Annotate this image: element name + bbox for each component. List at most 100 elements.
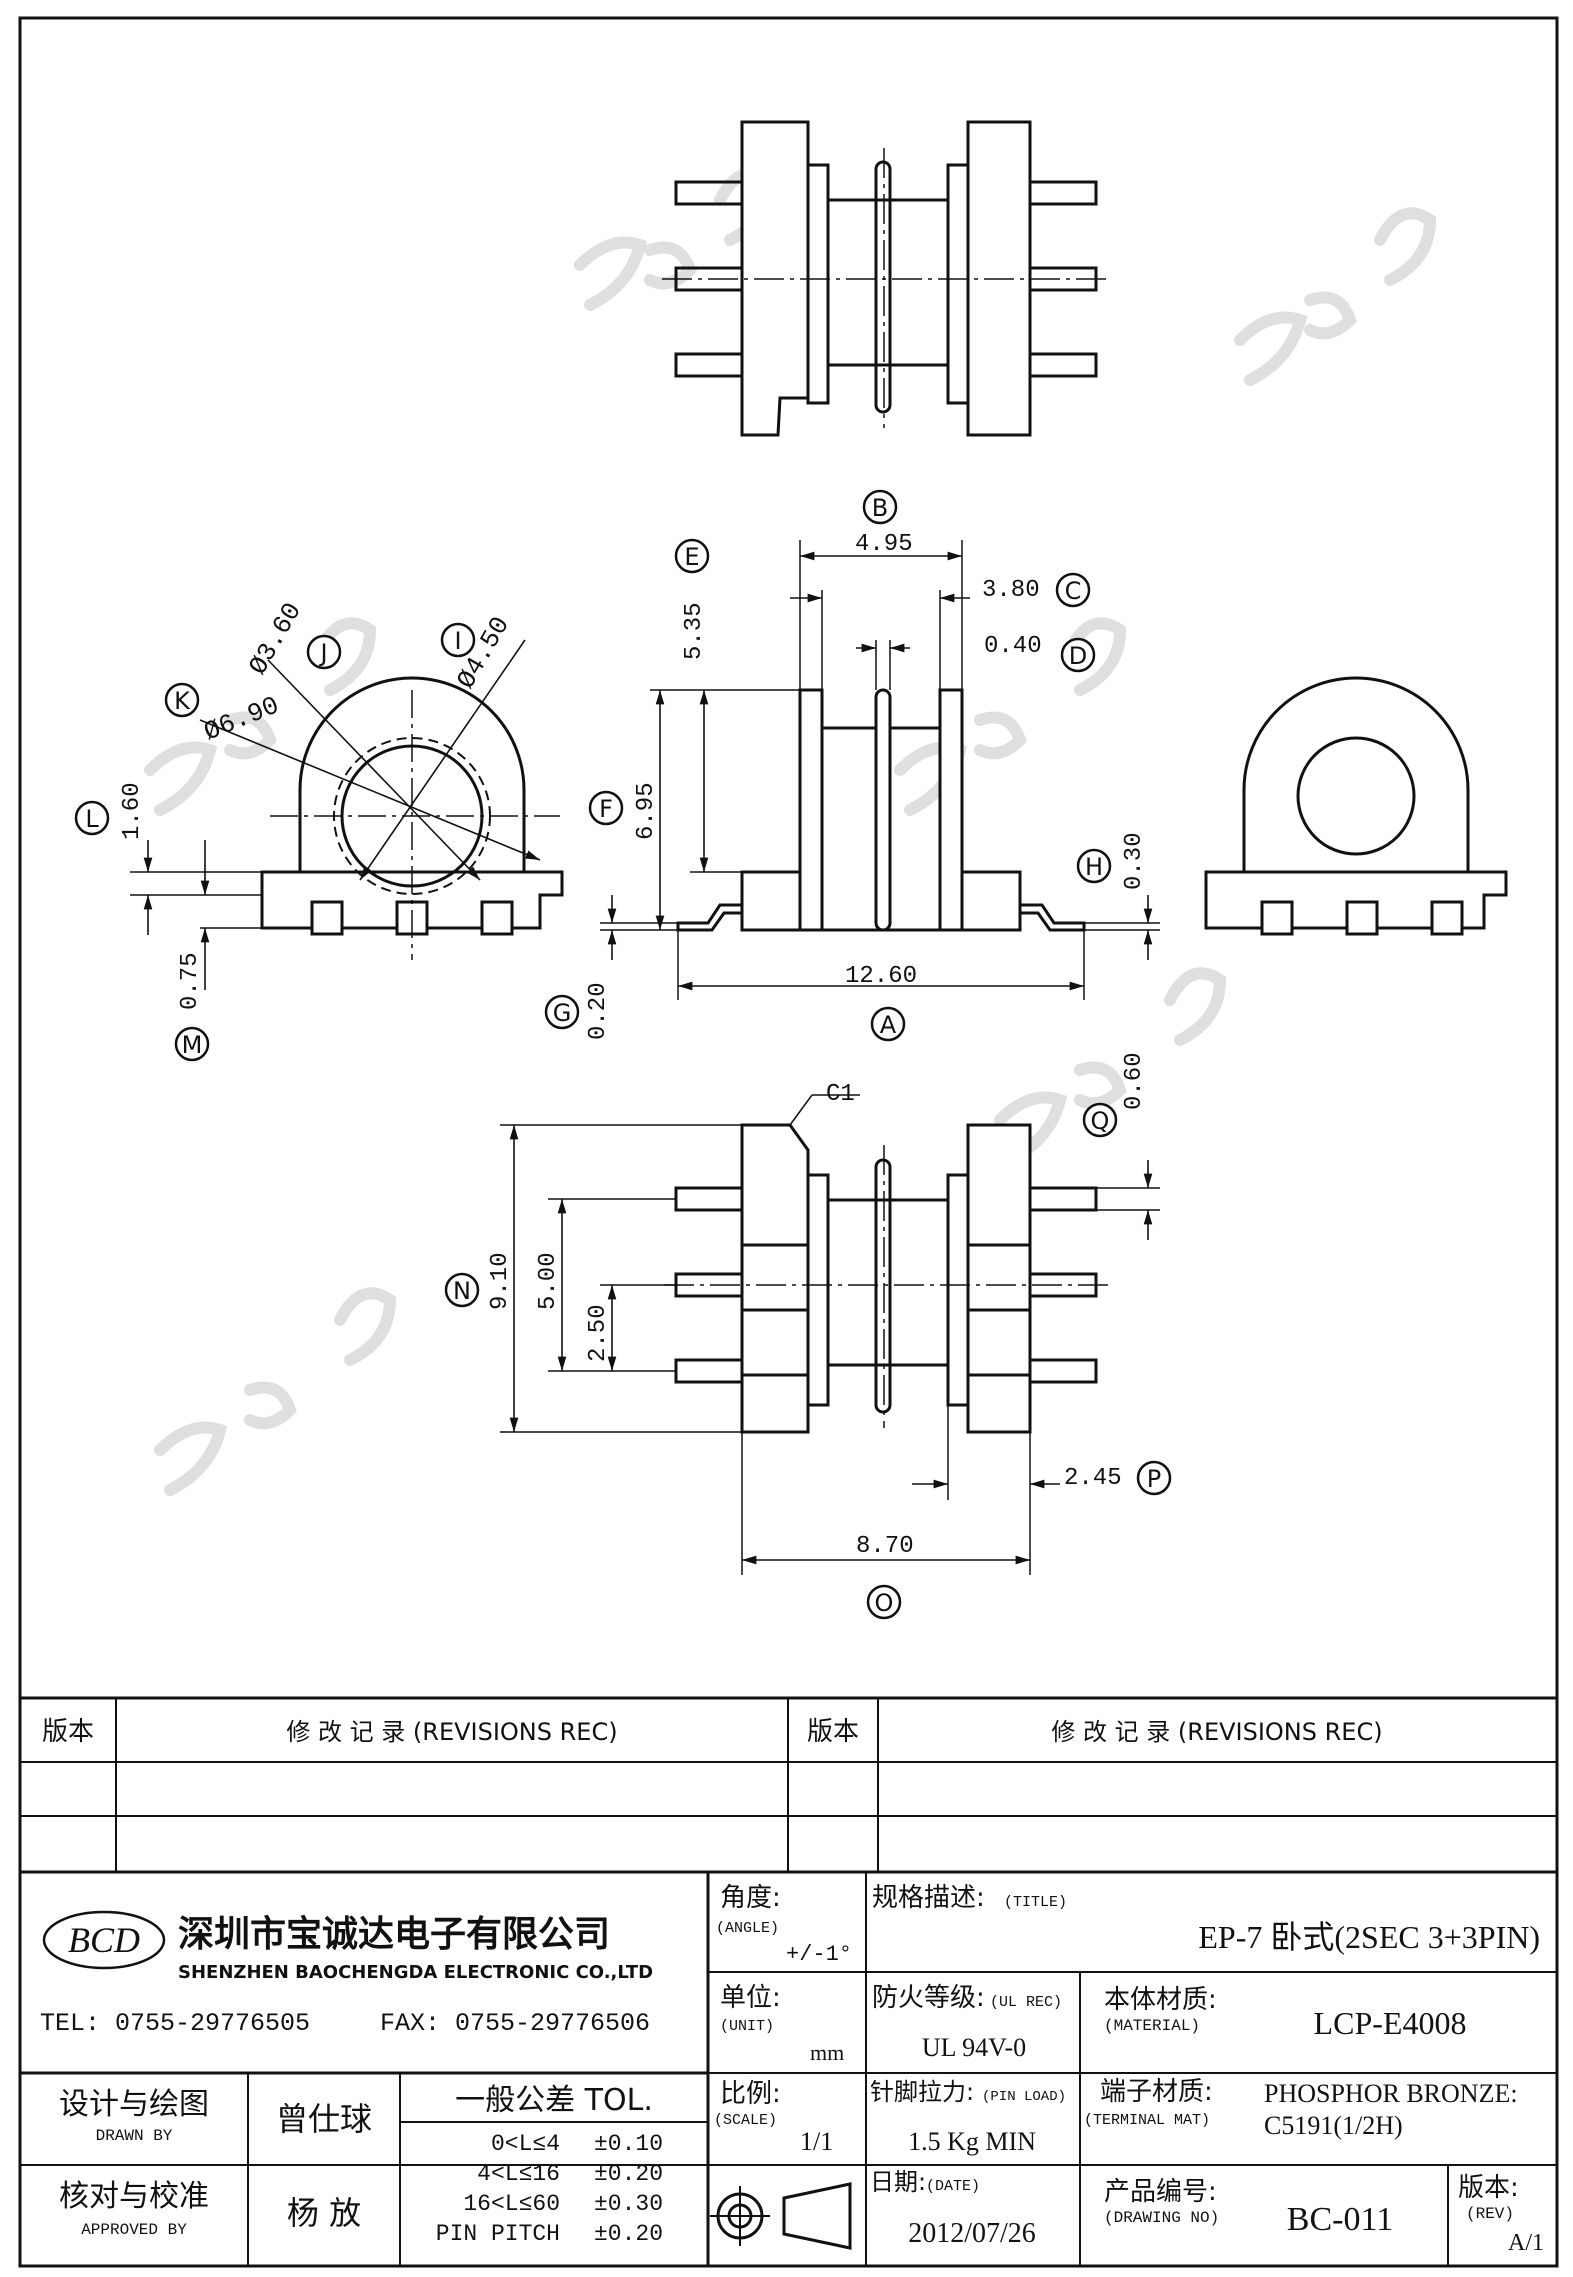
scale-label-en: (SCALE): [714, 2112, 777, 2129]
company-fax: FAX: 0755-29776506: [380, 2009, 650, 2038]
revision-headers: 版本 修 改 记 录 (REVISIONS REC) 版本 修 改 记 录 (R…: [42, 1717, 1383, 1747]
svg-text:P: P: [1147, 1465, 1161, 1493]
callout-q: Q: [1082, 1102, 1118, 1138]
unit-value: mm: [810, 2040, 844, 2065]
material-label-en: (MATERIAL): [1104, 2017, 1200, 2035]
dim-b-text: 4.95: [855, 531, 913, 558]
title-block-grid: [20, 1872, 1557, 2266]
svg-text:E: E: [684, 543, 699, 571]
ul-label: 防火等级:: [872, 1983, 985, 2013]
unit-label-en: (UNIT): [720, 2018, 774, 2035]
pin-load-label-en: (PIN LOAD): [982, 2089, 1066, 2105]
scale-value: 1/1: [800, 2127, 833, 2156]
callout-i: I: [440, 622, 476, 658]
rev-label: 版本:: [1458, 2173, 1519, 2203]
chamfer-text: C1: [826, 1081, 855, 1108]
svg-text:C: C: [1065, 577, 1082, 605]
callout-b: B: [862, 489, 898, 525]
approved-value: 杨 放: [287, 2194, 361, 2232]
callout-c: C: [1055, 572, 1091, 608]
rear-view: [1204, 676, 1508, 936]
dim-o-text: 8.70: [856, 1533, 914, 1560]
callout-o: O: [866, 1584, 902, 1620]
dim-j-text: Ø3.60: [243, 597, 308, 680]
top-view: [662, 120, 1112, 437]
tol-value-3: ±0.20: [594, 2221, 663, 2247]
watermark: [144, 167, 1437, 1496]
svg-text:F: F: [599, 795, 613, 823]
company-logo-text: BCD: [68, 1920, 140, 1960]
callout-h: H: [1076, 848, 1112, 884]
dim-n-text: 9.10: [487, 1252, 514, 1310]
date-label-en: (DATE): [926, 2178, 980, 2195]
rev-label-en: (REV): [1466, 2205, 1514, 2223]
material-value: LCP-E4008: [1314, 2005, 1467, 2041]
revision-table: [20, 1696, 1557, 1874]
dim-a-text: 12.60: [845, 963, 917, 990]
rev-col-right: 版本: [807, 1717, 859, 1747]
pin-load-value: 1.5 Kg MIN: [908, 2127, 1036, 2156]
sheet-border: [18, 16, 1559, 2268]
tol-range-0: 0<L≤4: [491, 2131, 560, 2157]
drawn-value: 曾仕球: [276, 2100, 372, 2138]
side-view: [600, 540, 1160, 1000]
title-value: EP-7 卧式(2SEC 3+3PIN): [1198, 1919, 1540, 1955]
terminal-value-1: PHOSPHOR BRONZE:: [1264, 2079, 1518, 2108]
svg-text:K: K: [174, 687, 191, 715]
company-name-en: SHENZHEN BAOCHENGDA ELECTRONIC CO.,LTD: [178, 1962, 653, 1983]
callout-k: K: [164, 682, 200, 718]
drawn-label-en: DRAWN BY: [96, 2127, 173, 2145]
side-view-labels: 4.95 3.80 0.40 5.35 6.95 0.20 0.30 12.60…: [544, 489, 1148, 1042]
terminal-label-en: (TERMINAL MAT): [1084, 2112, 1210, 2129]
date-label: 日期:: [870, 2168, 926, 2196]
angle-value: +/-1°: [786, 1942, 852, 1967]
dim-h-text: 0.30: [1121, 832, 1148, 890]
callout-e: E: [674, 538, 710, 574]
tol-value-2: ±0.30: [594, 2191, 663, 2217]
bottom-view-labels: C1 0.60 9.10 5.00 2.50 2.45 8.70 Q N P O: [444, 1052, 1172, 1620]
callout-a: A: [870, 1006, 906, 1042]
dim-g-text: 0.20: [585, 982, 612, 1040]
tol-range-1: 4<L≤16: [477, 2161, 560, 2187]
callout-f: F: [588, 790, 624, 826]
ul-value: UL 94V-0: [922, 2033, 1026, 2062]
drawing-no-label: 产品编号:: [1104, 2177, 1217, 2207]
company-logo-mark: [42, 1910, 166, 1970]
company-name-cn: 深圳市宝诚达电子有限公司: [178, 1914, 610, 1955]
projection-symbol-icon: [710, 2182, 852, 2250]
svg-text:A: A: [880, 1011, 897, 1039]
company-block: BCD 深圳市宝诚达电子有限公司 SHENZHEN BAOCHENGDA ELE…: [40, 1910, 653, 2038]
svg-text:M: M: [182, 1031, 203, 1059]
dim-d-text: 0.40: [984, 633, 1042, 660]
svg-text:H: H: [1085, 853, 1103, 881]
callout-m: M: [174, 1026, 210, 1062]
svg-text:L: L: [85, 805, 99, 833]
unit-label: 单位:: [720, 1983, 781, 2013]
terminal-value-2: C5191(1/2H): [1264, 2111, 1403, 2140]
dim-m-text: 0.75: [177, 952, 204, 1010]
dim-f-text: 6.95: [633, 782, 660, 840]
rev-value: A/1: [1508, 2230, 1544, 2256]
svg-text:G: G: [553, 999, 572, 1027]
tolerance-rows: 0<L≤4 ±0.10 4<L≤16 ±0.20 16<L≤60 ±0.30 P…: [436, 2131, 663, 2247]
angle-label-en: (ANGLE): [716, 1920, 779, 1937]
title-label-en: (TITLE): [1004, 1894, 1067, 1911]
tol-range-3: PIN PITCH: [436, 2221, 560, 2247]
callout-p: P: [1136, 1460, 1172, 1496]
scale-label: 比例:: [720, 2079, 781, 2109]
callout-n: N: [444, 1272, 480, 1308]
tol-value-0: ±0.10: [594, 2131, 663, 2157]
svg-text:I: I: [454, 627, 461, 655]
dim-p-text: 2.45: [1064, 1465, 1122, 1492]
callout-d: D: [1060, 637, 1096, 673]
svg-text:B: B: [872, 494, 888, 522]
svg-text:O: O: [875, 1589, 894, 1617]
terminal-label: 端子材质:: [1100, 2077, 1213, 2107]
date-value: 2012/07/26: [908, 2218, 1036, 2249]
callout-j: J: [306, 634, 342, 670]
dim-e-text: 5.35: [681, 602, 708, 660]
company-tel: TEL: 0755-29776505: [40, 2009, 310, 2038]
title-label: 规格描述:: [872, 1883, 985, 1913]
callout-g: G: [544, 994, 580, 1030]
